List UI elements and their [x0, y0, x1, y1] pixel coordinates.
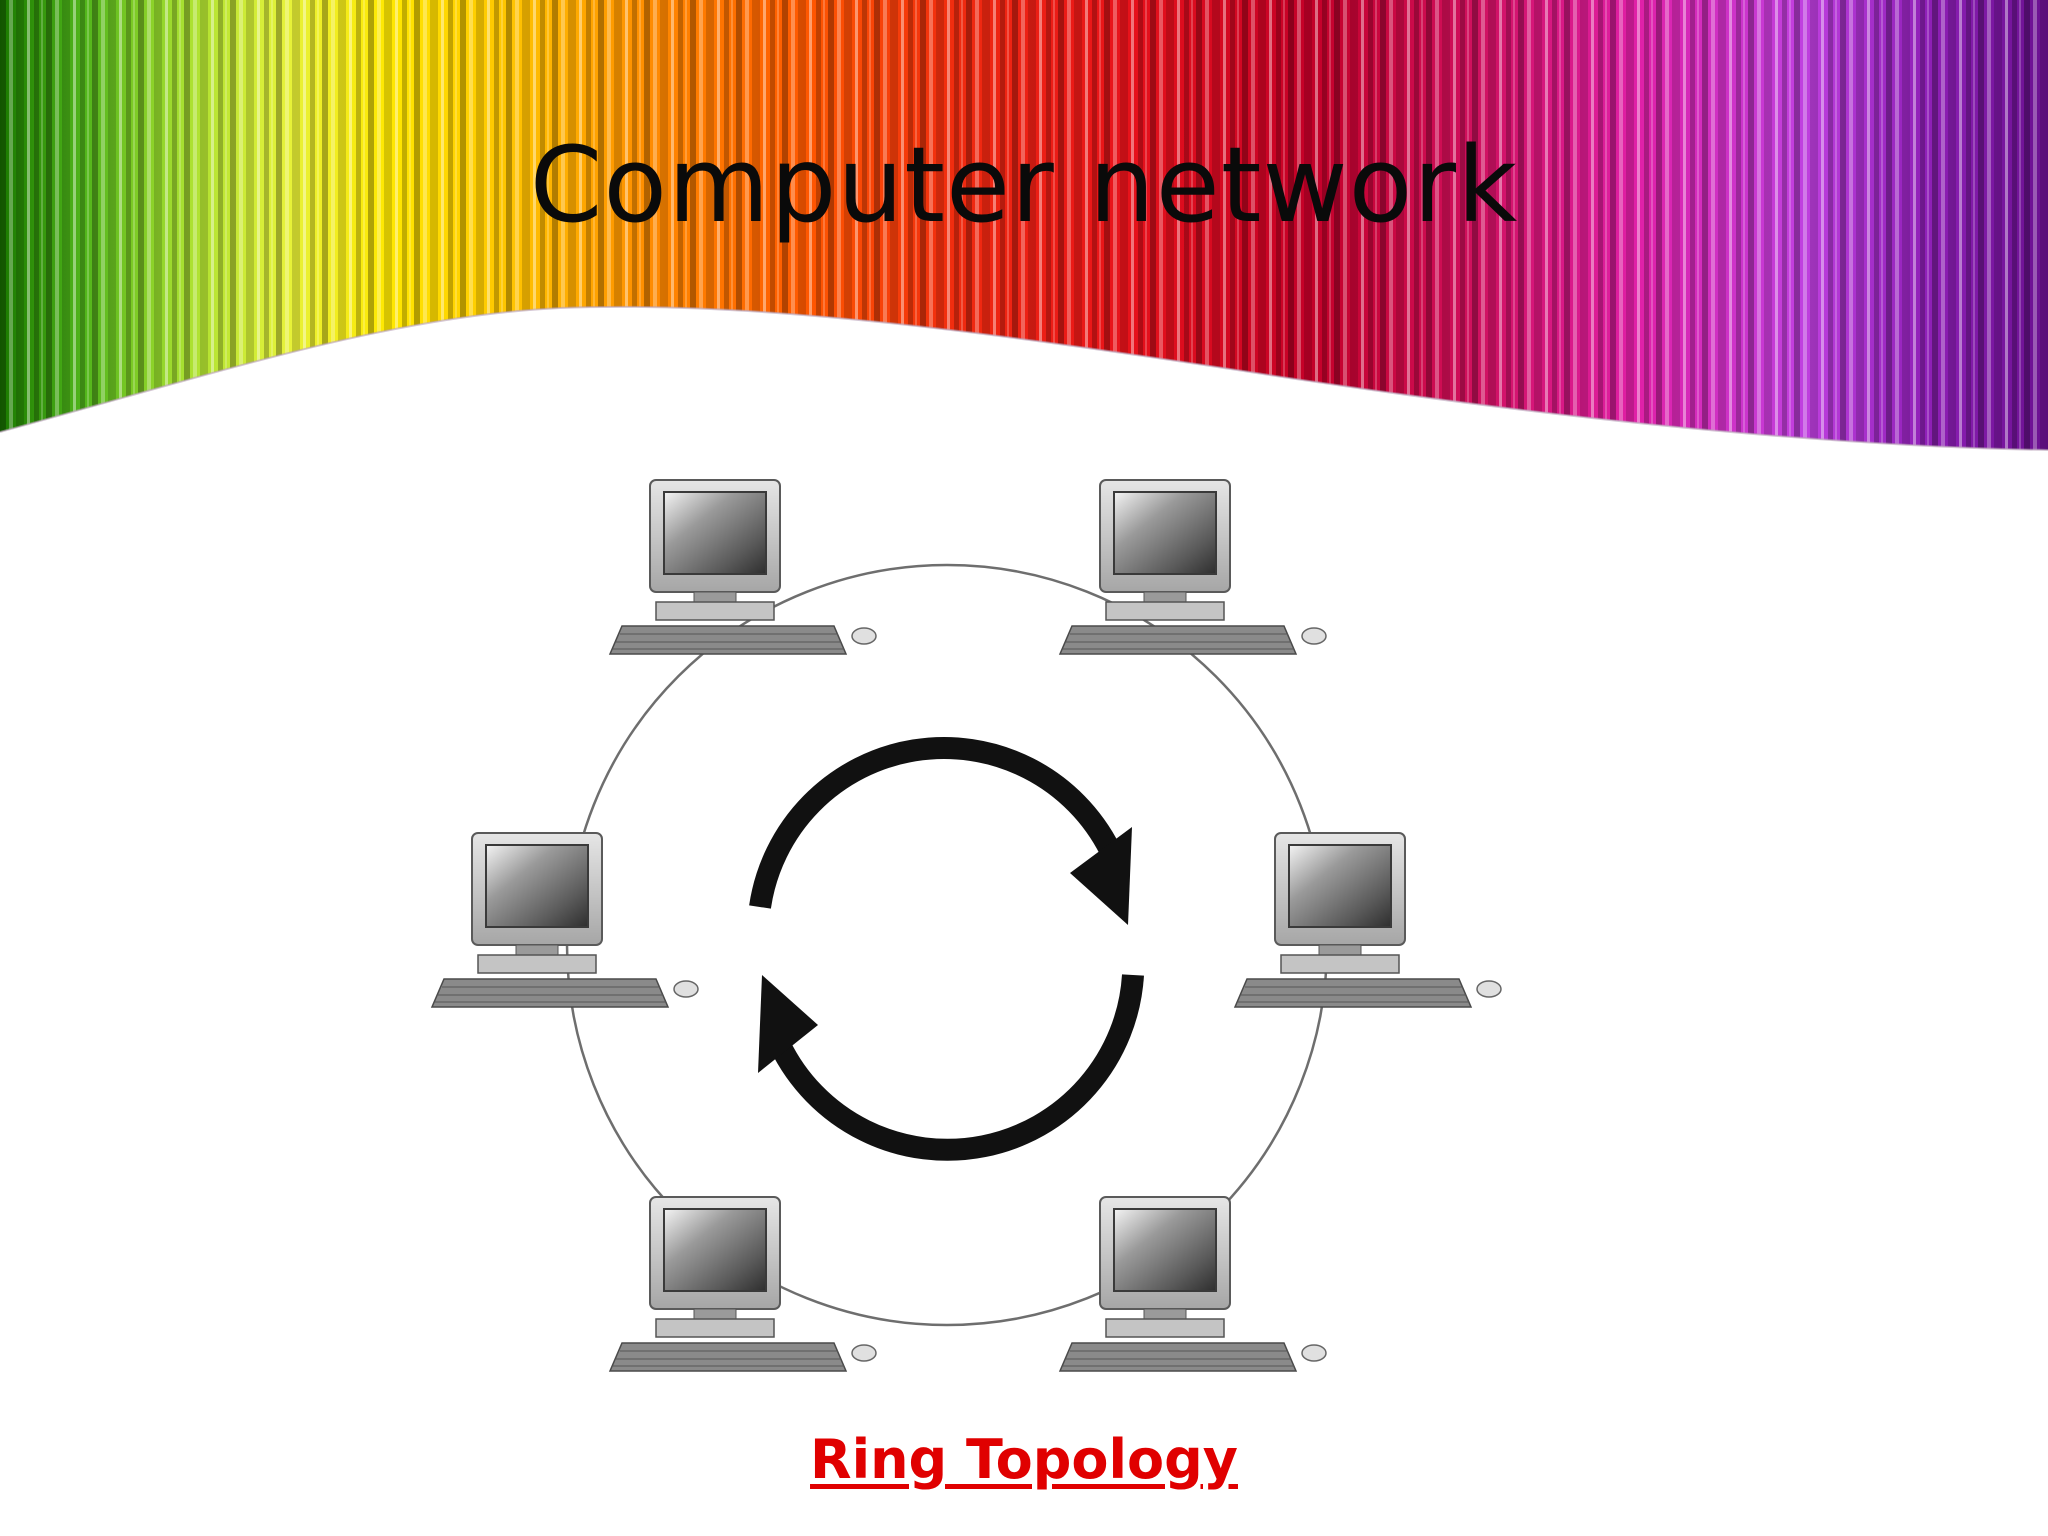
computer-icon [1059, 479, 1327, 655]
computer-icon [609, 1196, 877, 1372]
cycle-arrowheads [758, 827, 1132, 1073]
ring-topology-diagram [420, 455, 1510, 1415]
computer-icon [431, 832, 699, 1008]
diagram-caption: Ring Topology [810, 1428, 1238, 1491]
computer-icon [609, 479, 877, 655]
cycle-arrows-icon [749, 737, 1144, 1161]
rainbow-banner [0, 0, 2048, 470]
computer-icon [1234, 832, 1502, 1008]
slide-title: Computer network [529, 124, 1519, 246]
computer-icon [1059, 1196, 1327, 1372]
